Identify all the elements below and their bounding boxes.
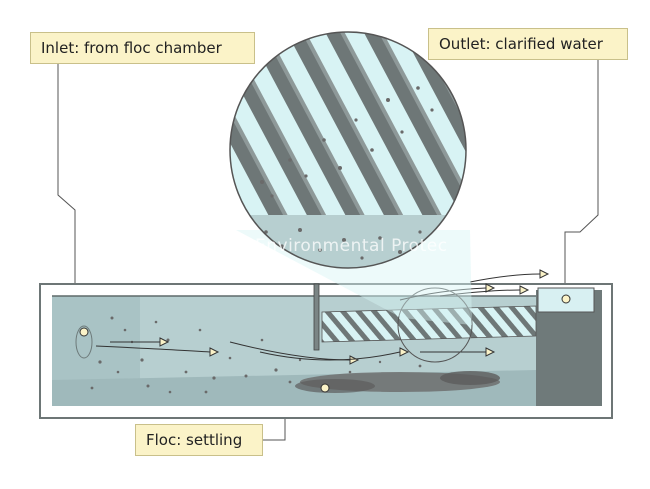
floc-particles (90, 316, 422, 394)
zoom-inset (229, 31, 467, 269)
plate-settler-pack (321, 305, 537, 343)
inlet-zone (52, 296, 140, 406)
outlet-marker (561, 294, 571, 304)
outlet-callout: Outlet: clarified water (428, 28, 628, 60)
flow-arrows (95, 269, 550, 365)
watermark: Environmental Protec (255, 236, 448, 256)
inlet-marker (79, 327, 89, 337)
inlet-port (75, 325, 93, 359)
inlet-callout: Inlet: from floc chamber (30, 32, 255, 64)
floc-callout: Floc: settling (135, 424, 263, 456)
floc-marker (320, 383, 330, 393)
zoom-source-circle (397, 287, 473, 363)
inlet-leader-line (57, 64, 76, 330)
settling-tank (39, 283, 613, 419)
baffle (313, 283, 320, 351)
outlet-leader-line (564, 60, 599, 296)
